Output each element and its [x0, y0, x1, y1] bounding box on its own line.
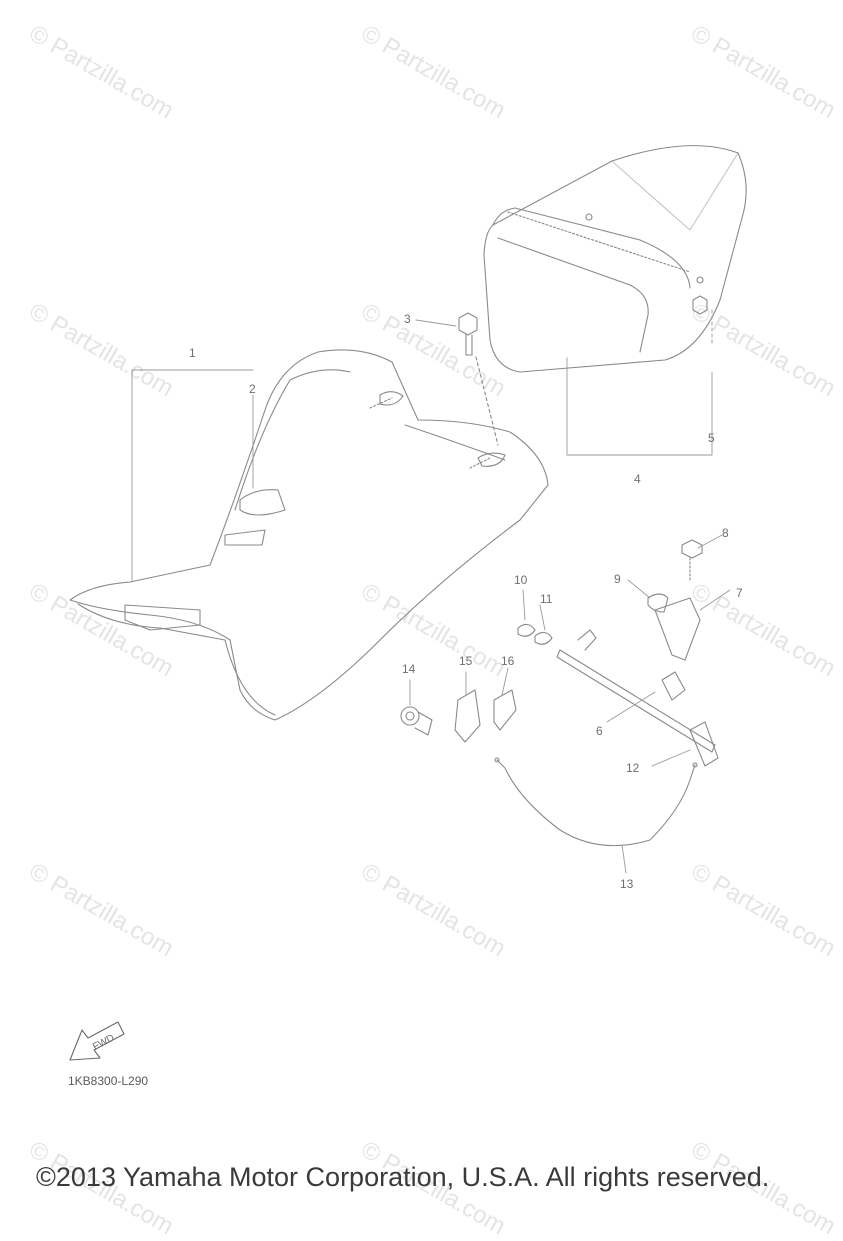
callout-10: 10 [514, 573, 528, 587]
leader-lines [131, 309, 731, 874]
rear-seat [483, 145, 747, 373]
copyright-notice: ©2013 Yamaha Motor Corporation, U.S.A. A… [36, 1162, 770, 1192]
callout-6: 6 [596, 724, 603, 738]
callout-14: 14 [402, 662, 416, 676]
callout-12: 12 [626, 761, 640, 775]
lock-parts [400, 689, 517, 743]
callout-4: 4 [634, 472, 641, 486]
cable-13 [494, 757, 698, 847]
callout-1: 1 [189, 346, 196, 360]
callout-15: 15 [459, 654, 473, 668]
callout-3: 3 [404, 312, 411, 326]
callout-16: 16 [501, 654, 515, 668]
parts-diagram: FWD [69, 145, 747, 1061]
fwd-label: FWD [91, 1033, 116, 1053]
callout-5: 5 [708, 431, 715, 445]
callout-8: 8 [722, 526, 729, 540]
callout-11: 11 [540, 592, 553, 606]
callout-9: 9 [614, 572, 621, 586]
callout-13: 13 [620, 877, 634, 891]
fwd-arrow-icon [69, 1021, 125, 1061]
part-code: 1KB8300-L290 [68, 1074, 149, 1088]
front-seat [69, 349, 549, 721]
callout-2: 2 [249, 382, 256, 396]
bolt-3 [458, 312, 499, 446]
lock-shaft [517, 539, 719, 767]
callout-7: 7 [736, 586, 743, 600]
